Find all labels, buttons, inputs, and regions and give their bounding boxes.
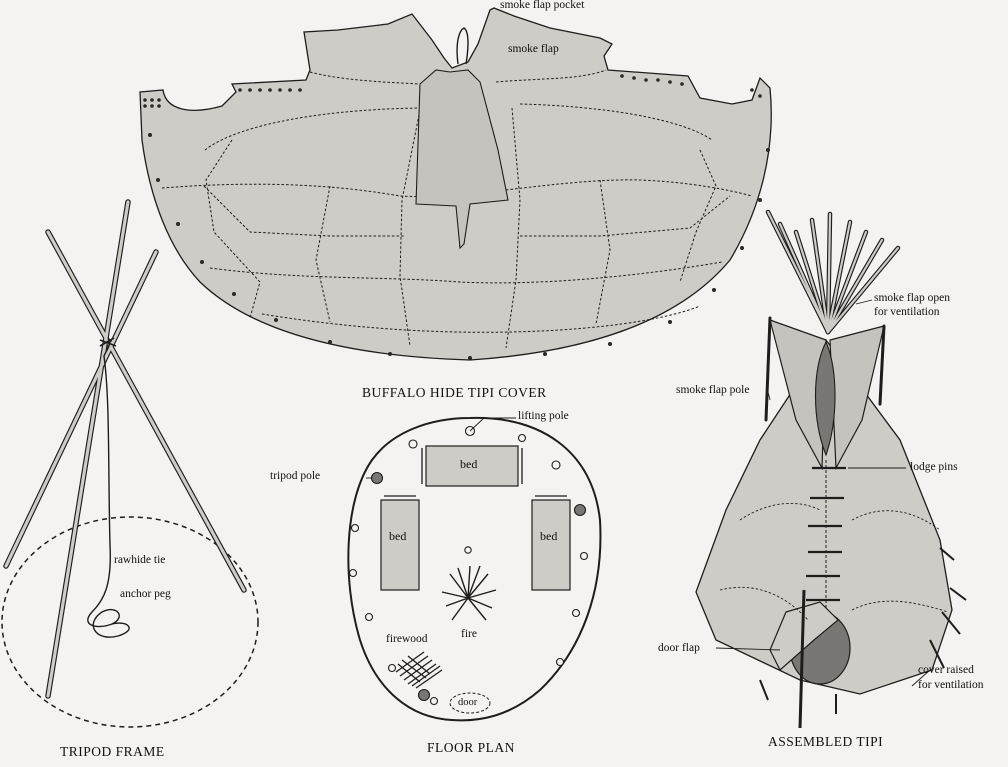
lodge-pins	[806, 466, 846, 602]
ground-circle	[1, 516, 259, 728]
smoke-hole	[815, 340, 836, 457]
label-smoke-flap: smoke flap	[508, 43, 559, 55]
label-lifting-pole: lifting pole	[518, 410, 569, 422]
floor-door	[449, 692, 491, 714]
beds	[380, 445, 571, 591]
fire-sticks	[441, 565, 497, 621]
label-fire: fire	[461, 628, 477, 640]
stakes	[759, 547, 967, 714]
label-door-flap: door flap	[658, 642, 700, 654]
rawhide-tie	[87, 337, 130, 638]
label-smoke-flap-open-line2: for ventilation	[874, 306, 940, 318]
bed-right	[531, 499, 571, 591]
tripod-frame	[1, 199, 259, 728]
stake-holes	[348, 425, 589, 706]
label-smoke-flap-pole: smoke flap pole	[676, 384, 750, 396]
label-smoke-flap-open-line1: smoke flap open	[874, 292, 951, 304]
assembled-tipi	[695, 209, 967, 729]
label-bed-right: bed	[540, 529, 558, 543]
label-smoke-flap-pocket: smoke flap pocket	[500, 0, 585, 11]
buffalo-hide-tipi-cover	[139, 7, 772, 361]
label-cover-raised-line1: cover raised	[918, 664, 974, 676]
label-anchor-peg: anchor peg	[120, 588, 171, 600]
caption-floor-plan: FLOOR PLAN	[427, 740, 515, 755]
floor-plan	[347, 416, 602, 722]
label-bed-left: bed	[389, 529, 407, 543]
label-cover-raised-line2: for ventilation	[918, 679, 984, 691]
caption-buffalo-hide-tipi-cover: BUFFALO HIDE TIPI COVER	[362, 385, 547, 400]
label-rawhide-tie: rawhide tie	[114, 554, 166, 566]
pin-holes	[143, 74, 770, 360]
bed-left	[380, 499, 420, 591]
hide-seams	[161, 69, 753, 349]
firewood-pile	[395, 651, 443, 689]
bed-top	[425, 445, 519, 487]
smoke-flap-right	[829, 325, 885, 471]
center-panel	[415, 69, 509, 250]
floor-outline	[347, 416, 602, 722]
label-lodge-pins: lodge pins	[910, 461, 958, 473]
caption-assembled-tipi: ASSEMBLED TIPI	[768, 734, 884, 749]
label-firewood: firewood	[386, 633, 428, 645]
label-bed-top: bed	[460, 457, 478, 471]
caption-tripod-frame: TRIPOD FRAME	[60, 744, 165, 759]
label-tripod-pole: tripod pole	[270, 470, 321, 482]
tipi-body	[695, 338, 953, 695]
label-door: door	[458, 697, 478, 708]
